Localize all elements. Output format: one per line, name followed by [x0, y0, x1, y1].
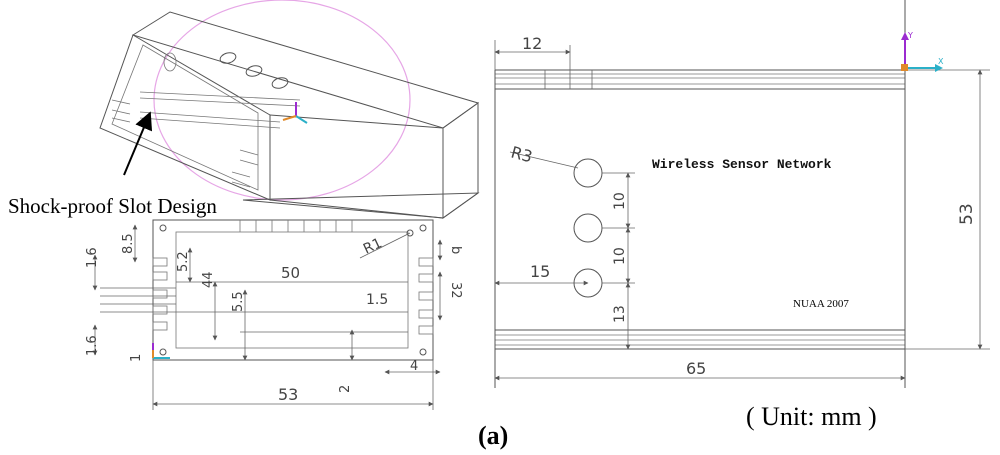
- dim-front-5.2: 5.2: [176, 251, 191, 272]
- shock-proof-label: Shock-proof Slot Design: [8, 194, 217, 218]
- dim-front-r1: R1: [361, 235, 385, 257]
- rotation-circle: [153, 0, 411, 201]
- dim-side-12: 12: [522, 34, 542, 53]
- side-view: Y X Wireless Sensor Network NUAA 2007 12…: [494, 0, 990, 388]
- axis-x-label: X: [938, 57, 944, 66]
- annotation-arrow: [123, 111, 153, 176]
- dim-front-2: 2: [338, 385, 353, 393]
- dim-front-4: 4: [410, 359, 418, 374]
- dim-front-1.5: 1.5: [366, 292, 388, 308]
- dim-side-53: 53: [957, 203, 977, 225]
- axis-triad-side: Y X: [901, 31, 944, 72]
- dim-front-53: 53: [278, 385, 298, 404]
- dim-front-8.5: 8.5: [121, 233, 136, 254]
- axis-y-label: Y: [907, 31, 913, 40]
- hole-1: [219, 52, 237, 64]
- dim-front-32: 32: [448, 282, 463, 299]
- dim-side-15: 15: [530, 262, 550, 281]
- dim-side-r3: R3: [509, 143, 534, 167]
- isometric-view: Shock-proof Slot Design: [8, 0, 480, 219]
- hole-2: [245, 65, 263, 77]
- unit-note: ( Unit: mm ): [746, 402, 877, 431]
- enclosure-body: [99, 11, 480, 219]
- front-view: 53 50 8.5 1.6 1.6 1 5.2 44 5.5 1.5 R1 2 …: [85, 219, 463, 410]
- dim-front-b: b: [448, 246, 463, 254]
- dim-front-44: 44: [201, 271, 216, 288]
- side-title: Wireless Sensor Network: [652, 157, 832, 172]
- dim-front-1.6b: 1.6: [85, 335, 100, 356]
- dim-side-13: 13: [612, 305, 628, 323]
- dim-front-5.5: 5.5: [231, 291, 246, 312]
- side-footer: NUAA 2007: [793, 298, 849, 310]
- figure-caption: (a): [478, 421, 508, 450]
- hole-3: [271, 77, 289, 89]
- dim-side-10a: 10: [612, 192, 628, 210]
- dim-side-65: 65: [686, 359, 706, 378]
- axis-triad-iso: [282, 102, 308, 124]
- dim-front-50: 50: [281, 264, 300, 282]
- dim-side-10b: 10: [612, 247, 628, 265]
- side-hole-1: [573, 158, 603, 188]
- side-hole-2: [573, 213, 603, 243]
- dim-front-1: 1: [129, 354, 144, 362]
- dim-front-1.6a: 1.6: [85, 247, 100, 268]
